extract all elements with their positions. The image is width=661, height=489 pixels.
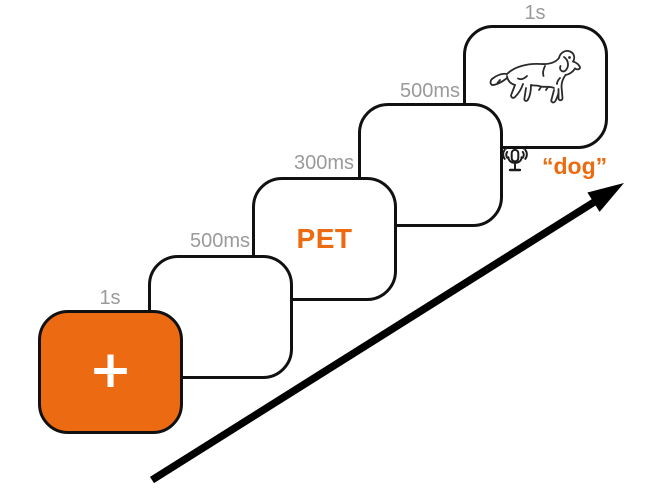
duration-label-fixation: 1s bbox=[99, 287, 121, 309]
microphone-icon bbox=[502, 147, 528, 172]
dog-line-drawing-icon bbox=[489, 50, 581, 104]
screen-picture bbox=[463, 25, 608, 149]
spoken-response-label: “dog” bbox=[542, 153, 608, 179]
duration-label-picture: 1s bbox=[524, 2, 546, 24]
spoken-response: “dog” bbox=[501, 147, 607, 184]
screen-word: PET bbox=[252, 177, 397, 301]
duration-label-blank-2: 500ms bbox=[399, 80, 461, 102]
duration-label-word: 300ms bbox=[293, 152, 355, 174]
screen-fixation: + bbox=[38, 310, 183, 434]
fixation-cross: + bbox=[88, 340, 133, 400]
duration-label-blank-1: 500ms bbox=[189, 230, 251, 252]
word-stimulus: PET bbox=[296, 223, 353, 254]
